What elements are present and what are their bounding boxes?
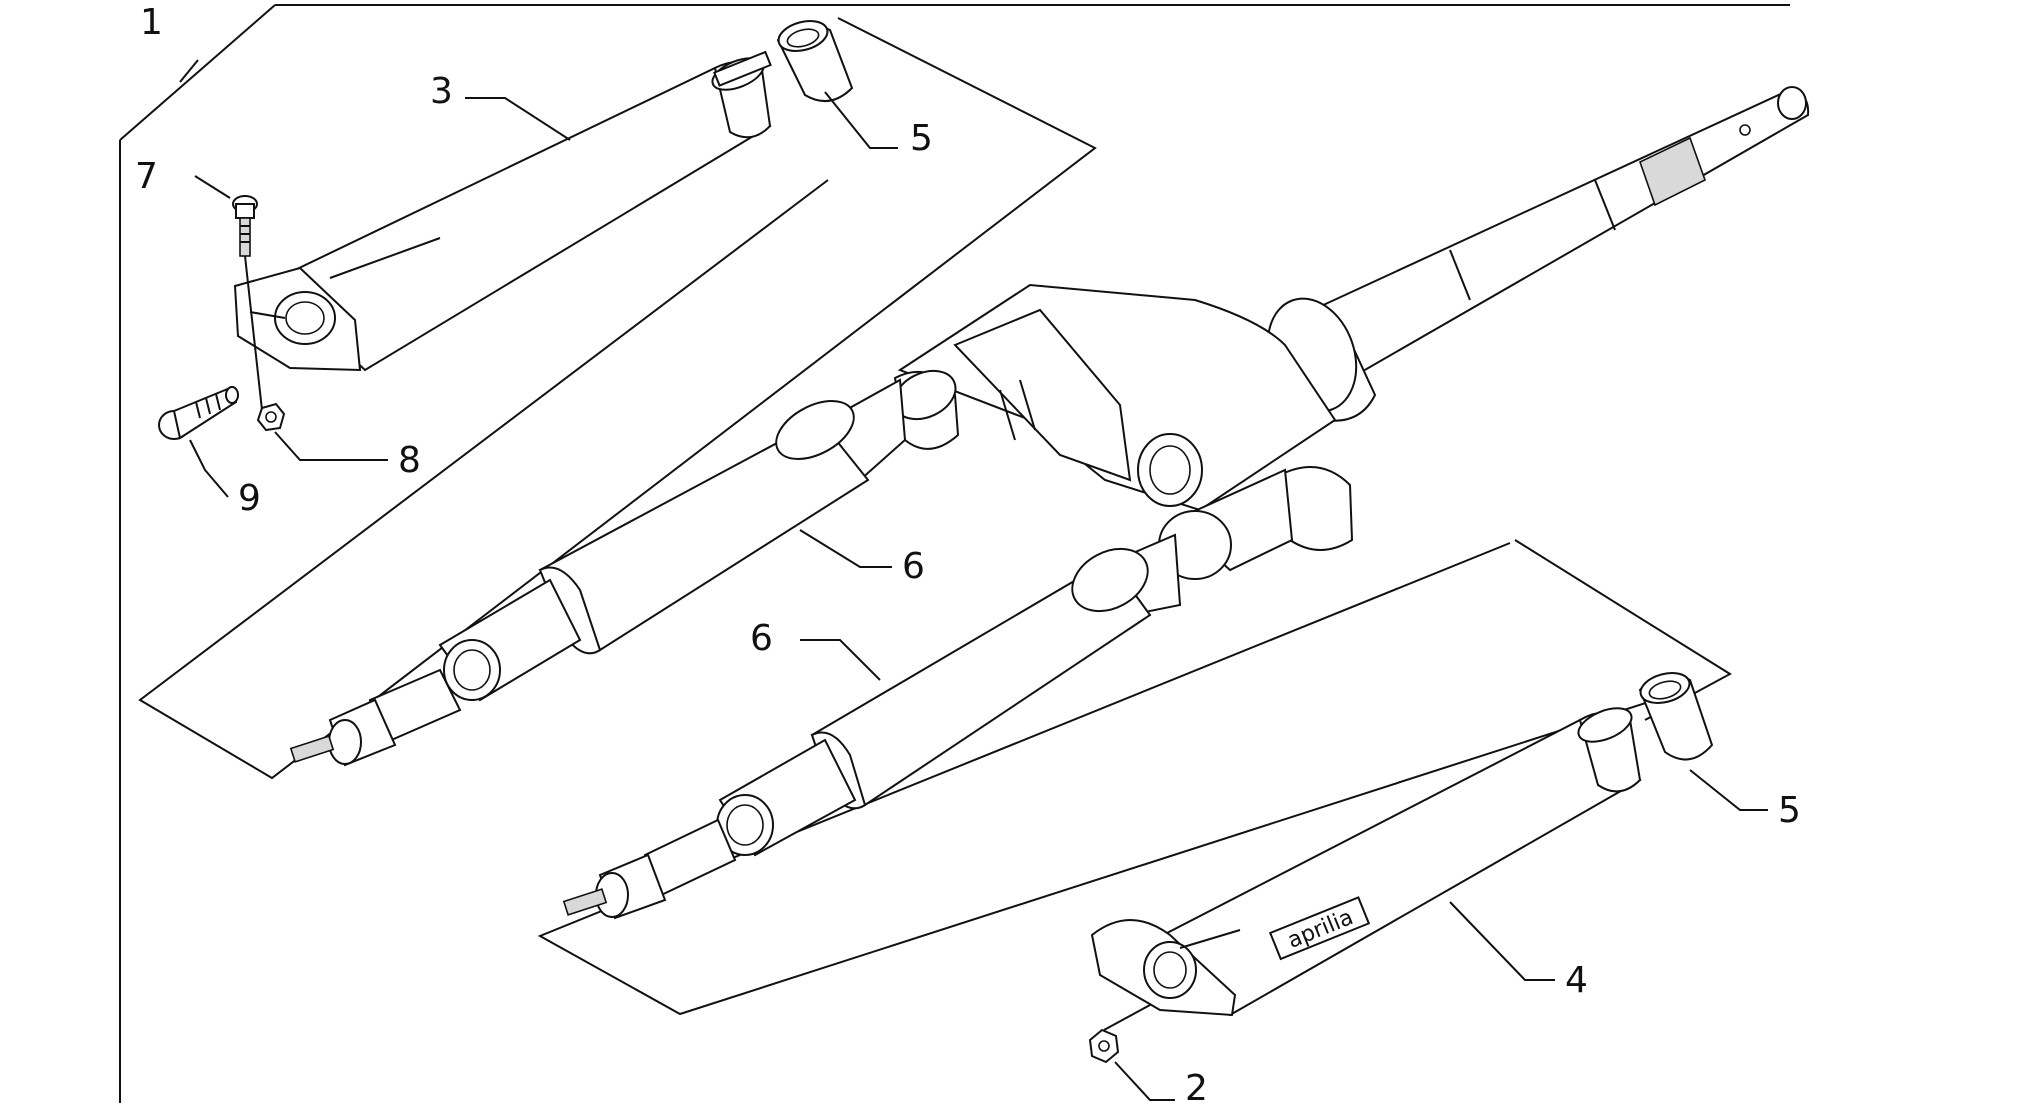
inner-tube-right xyxy=(562,466,1354,920)
screw-7 xyxy=(232,195,263,411)
callout-3: 3 xyxy=(430,71,453,112)
nut-8 xyxy=(256,402,286,432)
seal-ring-bottom xyxy=(1638,672,1714,761)
callout-6-right: 6 xyxy=(750,618,773,659)
callout-9: 9 xyxy=(238,478,261,519)
callout-4: 4 xyxy=(1565,960,1588,1001)
callout-2: 2 xyxy=(1185,1068,1208,1103)
outer-tube-right: aprilia xyxy=(1090,707,1642,1017)
assembly-bracket xyxy=(119,4,1790,1103)
steering-stem xyxy=(1266,86,1810,422)
inner-tube-left xyxy=(289,369,960,767)
nut-2 xyxy=(1088,1004,1151,1064)
left-leg-plane xyxy=(138,17,1097,780)
outer-tube-left xyxy=(233,50,772,372)
callout-7: 7 xyxy=(135,156,158,197)
leader-lines xyxy=(189,91,1768,1101)
callout-labels: 1 3 5 7 8 9 6 6 5 4 2 xyxy=(135,2,1801,1108)
callout-5-top: 5 xyxy=(910,118,933,159)
screw-9 xyxy=(158,386,239,440)
callout-5-bottom: 5 xyxy=(1778,790,1801,831)
brand-plate xyxy=(1268,896,1371,961)
callout-1: 1 xyxy=(140,2,163,43)
seal-ring-top xyxy=(776,20,854,103)
callout-8: 8 xyxy=(398,440,421,481)
callout-6-left: 6 xyxy=(902,546,925,587)
fork-crown xyxy=(897,283,1337,512)
